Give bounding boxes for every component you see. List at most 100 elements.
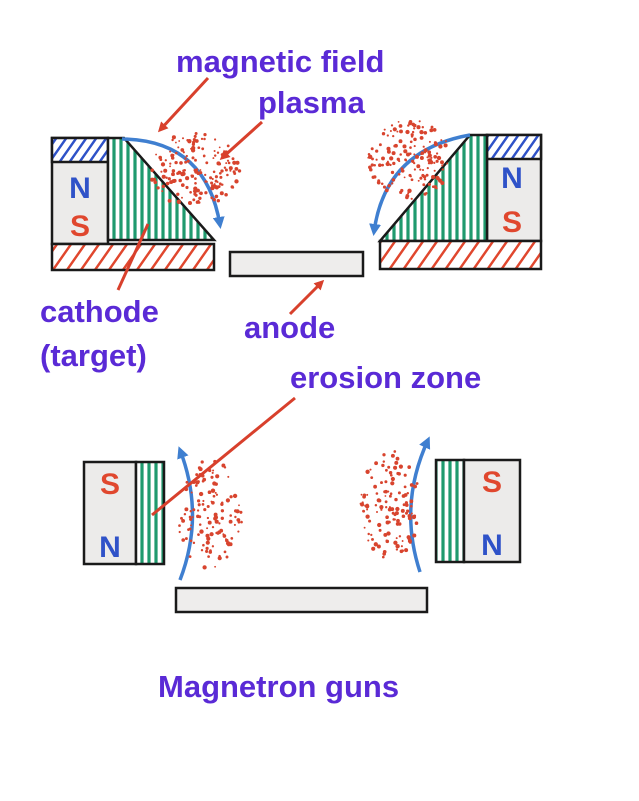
plasma-dot <box>422 145 425 148</box>
plasma-dot <box>188 515 192 519</box>
top-right-field-line <box>369 133 471 236</box>
plasma-dot <box>220 169 224 173</box>
plasma-dot <box>211 184 215 188</box>
plasma-dot <box>167 198 172 203</box>
bottom-right-plasma-cloud <box>359 450 419 559</box>
plasma-dot <box>189 517 193 521</box>
plasma-dot <box>210 488 216 493</box>
plasma-dot <box>419 129 424 135</box>
bottom-right-field-line <box>408 436 431 573</box>
plasma-dot <box>382 185 387 189</box>
plasma-dot <box>192 541 196 545</box>
plasma-dot <box>413 161 416 165</box>
plasma-dot <box>232 493 238 499</box>
plasma-dot <box>202 154 206 158</box>
plasma-dot <box>410 133 414 137</box>
plasma-dot <box>222 534 227 538</box>
plasma-dot <box>397 172 401 176</box>
plasma-dot <box>231 186 235 189</box>
plasma-dot <box>202 499 205 503</box>
plasma-dot <box>376 498 381 503</box>
plasma-dot <box>404 159 408 162</box>
plasma-dot <box>405 152 411 157</box>
plasma-dot <box>404 511 409 515</box>
plasma-dot <box>160 162 166 167</box>
plasma-dot <box>231 157 235 161</box>
plasma-dot <box>431 185 435 189</box>
plasma-dot <box>190 491 193 494</box>
plasma-dot <box>209 532 214 537</box>
plasma-dot <box>204 180 208 183</box>
magnetic-field-label: magnetic field <box>176 44 384 79</box>
plasma-dot <box>394 143 398 148</box>
cathode-label: cathode <box>40 294 159 329</box>
plasma-dot <box>211 471 214 474</box>
plasma-dot <box>178 178 182 183</box>
plasma-dot <box>413 145 416 148</box>
plasma-dot <box>389 163 392 167</box>
plasma-dot <box>413 127 416 130</box>
plasma-dot <box>441 164 444 167</box>
plasma-dot <box>414 124 417 127</box>
plasma-dot <box>398 124 403 128</box>
plasma-dot <box>370 147 374 151</box>
plasma-dot <box>374 461 379 466</box>
plasma-dot <box>410 512 413 515</box>
plasma-dot <box>401 540 404 542</box>
plasma-dot <box>409 146 412 149</box>
plasma-dot <box>422 183 426 187</box>
plasma-dot <box>179 161 183 165</box>
plasma-dot <box>196 499 201 503</box>
plasma-dot <box>160 170 163 173</box>
plasma-dot <box>192 508 196 512</box>
plasma-dot <box>384 480 388 484</box>
plasma-dot <box>397 491 401 495</box>
plasma-dot <box>202 543 205 547</box>
plasma-dot <box>409 499 414 504</box>
plasma-dot <box>435 159 439 163</box>
plasma-dot <box>389 492 393 495</box>
plasma-dot <box>210 475 214 479</box>
plasma-dot <box>425 173 429 177</box>
plasma-dot <box>226 144 230 148</box>
plasma-dot <box>391 511 395 515</box>
plasma-dot <box>381 463 385 468</box>
plasma-dot <box>407 124 410 127</box>
plasma-dot <box>430 125 434 129</box>
plasma-dot <box>184 507 187 511</box>
plasma-dot <box>426 156 429 159</box>
plasma-dot <box>180 148 185 152</box>
plasma-dot <box>395 548 399 551</box>
plasma-dot <box>433 169 436 172</box>
plasma-dot <box>386 160 389 163</box>
plasma-dot <box>194 139 199 143</box>
plasma-dot <box>365 469 370 474</box>
plasma-dot <box>209 549 212 552</box>
plasma-dot <box>198 491 204 497</box>
plasma-dot <box>225 498 231 503</box>
plasma-dot <box>375 492 379 495</box>
plasma-dot <box>211 545 215 548</box>
plasma-dot <box>378 528 382 532</box>
plasma-dot <box>205 549 209 553</box>
plasma-dot <box>410 197 413 200</box>
plasma-dot <box>423 178 427 181</box>
plasma-dot <box>392 518 395 521</box>
bottom-left-south-pole: S <box>100 468 120 501</box>
plasma-dot <box>213 149 216 153</box>
plasma-dot <box>184 157 187 160</box>
plasma-dot <box>233 523 236 526</box>
bottom-right-magnet <box>462 458 522 564</box>
plasma-dot <box>211 177 214 181</box>
plasma-dot <box>388 470 393 475</box>
plasma-dot <box>223 550 227 554</box>
plasma-dot <box>393 540 398 545</box>
plasma-dot <box>187 528 190 531</box>
plasma-dot <box>210 196 213 200</box>
plasma-dot <box>393 465 398 470</box>
plasma-dot <box>413 137 417 142</box>
plasma-dot <box>408 540 412 544</box>
plasma-dot <box>374 503 378 507</box>
plasma-dot <box>153 177 156 180</box>
plasma-dot <box>237 169 242 173</box>
